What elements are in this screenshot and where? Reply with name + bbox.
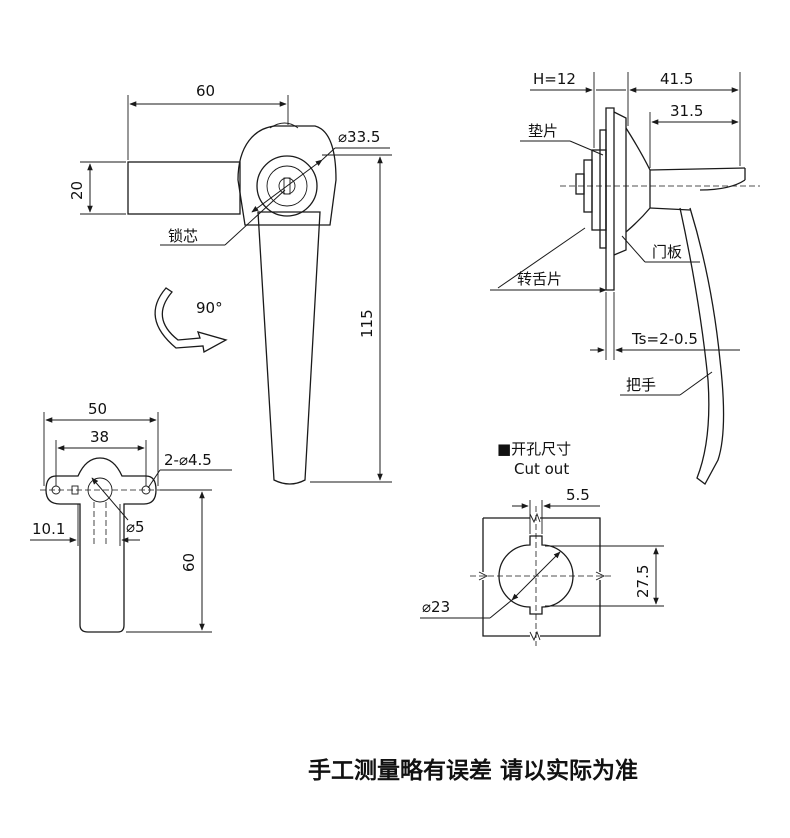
handle-label: 把手 (626, 376, 656, 394)
rotation-label: 90° (196, 299, 223, 317)
cam-label: 转舌片 (517, 270, 562, 288)
footer-note: 手工测量略有误差 请以实际为准 (308, 757, 638, 784)
back-holes-dim: 2-⌀4.5 (164, 451, 212, 469)
front-diameter-dim: ⌀33.5 (338, 128, 380, 146)
cutout-title-cn: ■开孔尺寸 (497, 440, 571, 458)
handle-depth-dim: 31.5 (670, 102, 703, 120)
back-outer-dim: 50 (88, 400, 107, 418)
panel-thickness-dim: Ts=2-0.5 (631, 330, 698, 348)
cutout-height-dim: 27.5 (634, 565, 652, 598)
cutout-title-en: Cut out (514, 460, 569, 478)
back-small-hole-dim: ⌀5 (126, 518, 145, 536)
front-width-dim: 60 (196, 82, 215, 100)
back-inner-dim: 38 (90, 428, 109, 446)
cutout-key-width-dim: 5.5 (566, 486, 590, 504)
washer-label: 垫片 (528, 122, 558, 140)
back-offset-dim: 10.1 (32, 520, 65, 538)
door-panel-label: 门板 (652, 243, 682, 261)
lock-core-label: 锁芯 (168, 227, 198, 245)
total-depth-dim: 41.5 (660, 70, 693, 88)
side-view: H=12 41.5 31.5 垫片 门板 转舌片 Ts=2-0.5 把手 (490, 70, 760, 485)
front-length-dim: 115 (358, 309, 376, 338)
back-height-dim: 60 (180, 553, 198, 572)
front-height-dim: 20 (68, 181, 86, 200)
front-view: 60 20 ⌀33.5 锁芯 90° 115 (68, 82, 392, 485)
back-view: 50 38 2-⌀4.5 10.1 ⌀5 60 (30, 400, 232, 633)
cutout-diameter-dim: ⌀23 (422, 598, 450, 616)
cutout-view: ■开孔尺寸 Cut out 5.5 27.5 ⌀23 (420, 440, 664, 646)
h-dim: H=12 (533, 70, 576, 88)
